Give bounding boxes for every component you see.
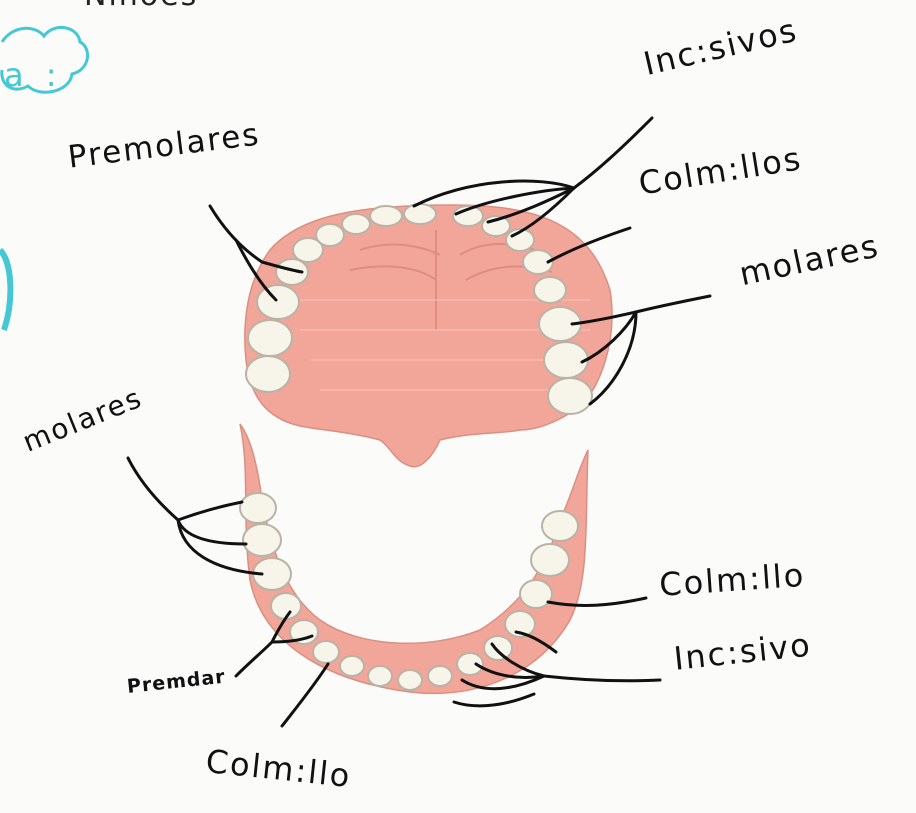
lower-incisor-2 (368, 666, 392, 686)
incisivo-branch-4 (454, 694, 534, 706)
molares-left-pointer (128, 458, 178, 520)
partial-title-text: Niñoes (84, 0, 198, 13)
upper-canine-l (316, 224, 344, 246)
upper-molar-l1 (257, 285, 299, 319)
molares-left-branch-2 (178, 520, 246, 544)
lower-incisor-3 (398, 670, 422, 690)
colmillo-bottom-pointer (282, 664, 328, 726)
cloud-text: a : (4, 56, 63, 94)
lower-premolar-r2 (520, 580, 552, 608)
molares-left-branch-1 (178, 502, 242, 520)
upper-molar-r3 (548, 378, 592, 414)
upper-premolar-r2 (534, 277, 566, 303)
cyan-marker-mark (0, 250, 10, 330)
lower-molar-l3 (240, 493, 276, 523)
upper-molar-l3 (246, 356, 290, 392)
lower-molar-l2 (243, 524, 281, 556)
lower-molar-r1 (531, 544, 569, 576)
lower-canine-r (484, 636, 512, 660)
upper-incisor-l1 (370, 206, 402, 226)
lower-incisor-1 (340, 656, 364, 676)
upper-incisor-r1 (404, 204, 436, 224)
premolar-pointer (236, 642, 272, 676)
upper-incisor-l2 (342, 214, 370, 234)
lower-incisor-5 (457, 653, 483, 675)
upper-molar-l2 (248, 320, 292, 356)
incisivo-pointer (544, 676, 660, 681)
lower-incisor-4 (428, 666, 452, 686)
lower-molar-r2 (542, 511, 578, 541)
upper-molar-r2 (544, 342, 588, 378)
lower-canine-l (313, 641, 339, 663)
upper-jaw (245, 204, 612, 467)
molares-right-pointer (636, 296, 710, 312)
premolares-pointer (210, 206, 262, 262)
